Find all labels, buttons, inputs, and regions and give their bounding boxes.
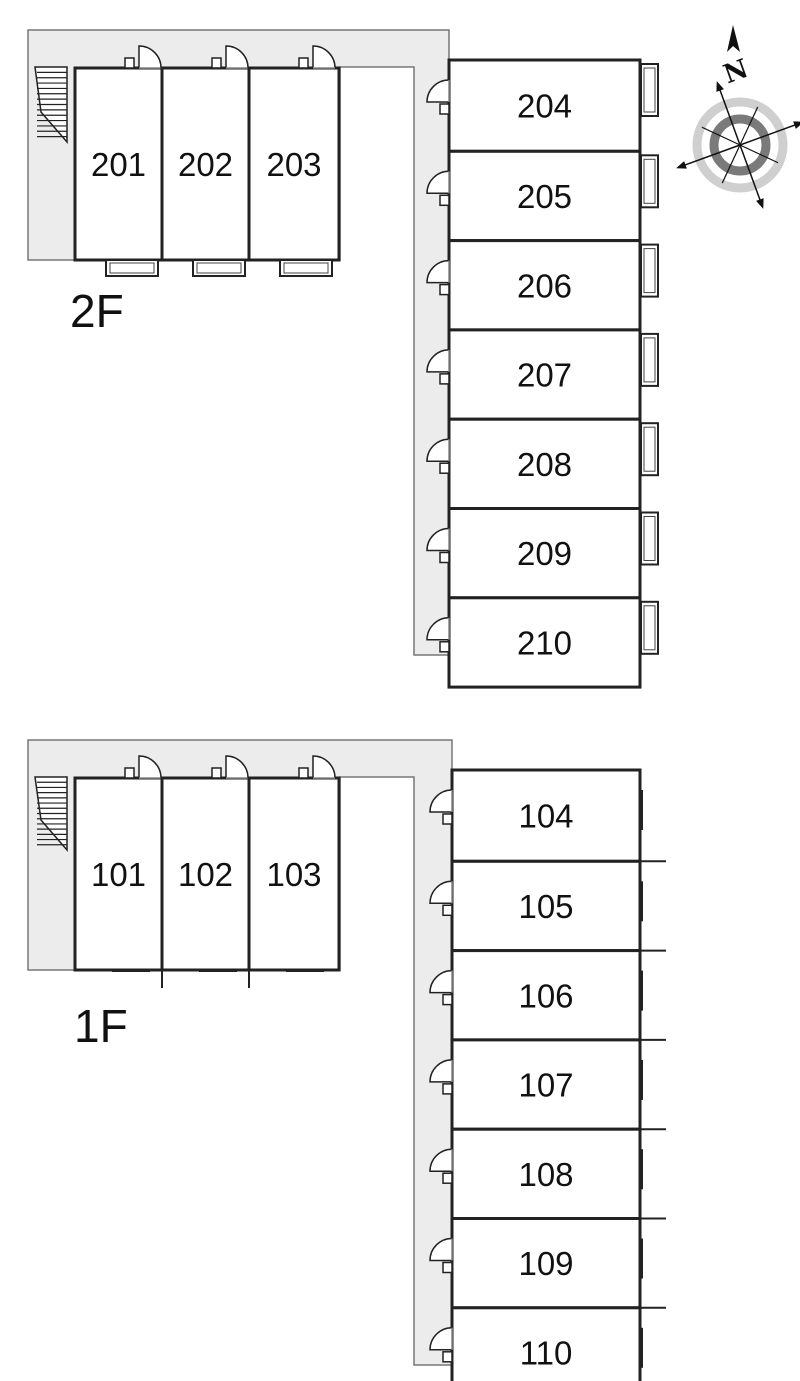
door-106 (429, 969, 453, 1006)
room-106: 106 (429, 949, 666, 1042)
room-label: 103 (266, 856, 321, 893)
room-206: 206 (426, 239, 659, 332)
door-204 (426, 79, 450, 115)
room-209: 209 (426, 507, 659, 600)
door-109 (429, 1237, 453, 1274)
north-arrow-icon (727, 25, 740, 52)
door-208 (426, 438, 450, 474)
room-207: 207 (426, 328, 659, 421)
room-label: 101 (91, 856, 146, 893)
stairs-1f (34, 776, 68, 853)
room-label: 105 (518, 888, 573, 925)
compass-rose: N (676, 25, 800, 209)
balcony-206 (640, 243, 659, 298)
room-label: 104 (518, 798, 573, 835)
balcony-208 (640, 422, 659, 477)
room-109: 109 (429, 1217, 666, 1310)
room-202: 202 (160, 45, 251, 277)
door-201 (124, 45, 162, 69)
door-110 (429, 1327, 453, 1363)
north-label: N (720, 54, 753, 90)
room-label: 202 (178, 146, 233, 183)
balcony-205 (640, 154, 659, 209)
room-label: 205 (517, 178, 572, 215)
room-label: 203 (266, 146, 321, 183)
room-104: 104 (429, 768, 643, 863)
compass-outer-ring (692, 97, 788, 193)
room-208: 208 (426, 417, 659, 511)
room-201: 201 (73, 45, 164, 277)
floor-label: 1F (74, 1000, 128, 1052)
door-102 (211, 755, 249, 779)
room-label: 106 (518, 977, 573, 1014)
room-label: 206 (517, 267, 572, 304)
balcony-207 (640, 332, 659, 387)
stairs-2f (34, 66, 68, 145)
balcony-203 (279, 259, 333, 277)
balcony-209 (640, 511, 659, 566)
door-209 (426, 527, 450, 564)
floor-1f: 101 102 103 104 105 106 107 108 109 110 1F (27, 739, 666, 1381)
room-label: 201 (91, 146, 146, 183)
room-label: 210 (517, 624, 572, 661)
room-label: 204 (517, 88, 572, 125)
room-label: 209 (517, 535, 572, 572)
room-103: 103 (247, 755, 341, 988)
door-103 (298, 755, 336, 779)
room-102: 102 (160, 755, 251, 988)
door-206 (426, 259, 450, 296)
balcony-204 (640, 63, 659, 117)
door-203 (298, 45, 336, 69)
floor-2f: 201 202 203 204 205 206 207 208 209 210 2F (27, 29, 659, 689)
room-107: 107 (429, 1038, 666, 1131)
room-204: 204 (426, 58, 659, 153)
floor-label: 2F (70, 285, 124, 337)
room-101: 101 (73, 755, 164, 972)
door-105 (429, 880, 453, 917)
door-205 (426, 170, 450, 207)
room-label: 107 (518, 1067, 573, 1104)
door-101 (124, 755, 162, 779)
door-108 (429, 1148, 453, 1184)
room-110: 110 (429, 1306, 666, 1381)
room-label: 207 (517, 357, 572, 394)
room-210: 210 (426, 596, 659, 689)
door-107 (429, 1059, 453, 1095)
door-207 (426, 349, 450, 385)
room-label: 102 (178, 856, 233, 893)
room-label: 110 (520, 1334, 573, 1371)
balcony-210 (640, 600, 659, 655)
balcony-202 (192, 259, 246, 277)
room-label: 108 (518, 1156, 573, 1193)
room-205: 205 (426, 149, 659, 243)
door-202 (211, 45, 249, 69)
compass-inner-ring (709, 114, 771, 176)
door-104 (429, 789, 453, 825)
room-105: 105 (429, 859, 666, 953)
room-108: 108 (429, 1127, 666, 1220)
balcony-201 (105, 259, 159, 277)
door-210 (426, 617, 450, 653)
room-label: 208 (517, 446, 572, 483)
room-203: 203 (247, 45, 341, 277)
room-label: 109 (518, 1245, 573, 1282)
